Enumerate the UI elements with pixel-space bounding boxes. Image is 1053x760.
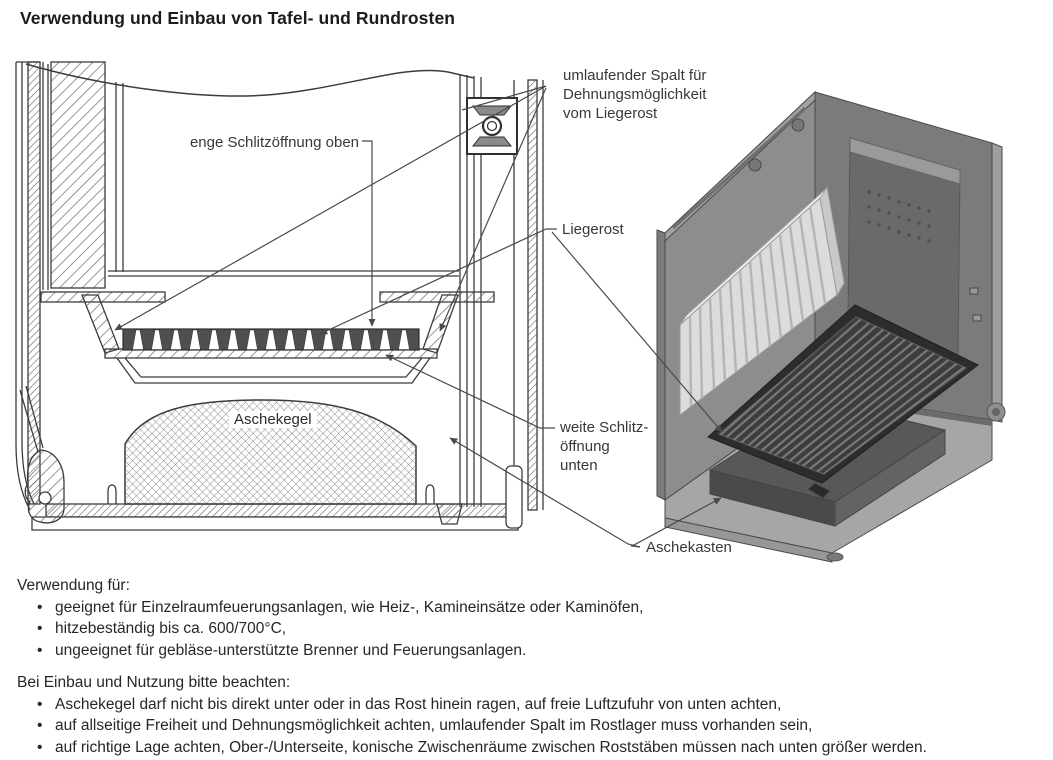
- installation-section: Bei Einbau und Nutzung bitte beachten: A…: [17, 672, 1032, 758]
- iso-render: [656, 90, 1006, 563]
- label-liegerost: Liegerost: [562, 221, 624, 238]
- aschekegel-dome: [124, 399, 417, 505]
- rost-clamp-detail: [466, 97, 518, 155]
- usage-list: geeignet für Einzelraumfeuerungsanlagen,…: [17, 597, 1032, 662]
- body-text: Verwendung für: geeignet für Einzelraumf…: [17, 575, 1032, 758]
- label-aschekegel: Aschekegel: [229, 411, 317, 428]
- usage-section: Verwendung für: geeignet für Einzelraumf…: [17, 575, 1032, 661]
- label-umlaufender-spalt: umlaufender Spalt für Dehnungsmöglichkei…: [563, 67, 707, 122]
- render-grate: [707, 304, 979, 499]
- list-item: Aschekegel darf nicht bis direkt unter o…: [17, 694, 1032, 716]
- list-item: ungeeignet für gebläse-unterstützte Bren…: [17, 640, 1032, 662]
- liegerost-grate: [122, 328, 420, 351]
- label-weite-schlitzoeffnung: weite Schlitz- öffnung unten: [560, 419, 649, 474]
- list-item: auf allseitige Freiheit und Dehnungsmögl…: [17, 715, 1032, 737]
- back-panel-holes: [867, 190, 931, 243]
- usage-heading: Verwendung für:: [17, 577, 130, 594]
- label-enge-schlitzoeffnung: enge Schlitzöffnung oben: [189, 134, 359, 151]
- installation-list: Aschekegel darf nicht bis direkt unter o…: [17, 694, 1032, 759]
- label-aschekasten: Aschekasten: [646, 539, 732, 556]
- installation-heading: Bei Einbau und Nutzung bitte beachten:: [17, 674, 291, 691]
- cross-section-drawing: [15, 61, 544, 531]
- page-title: Verwendung und Einbau von Tafel- und Run…: [20, 8, 456, 28]
- list-item: auf richtige Lage achten, Ober-/Untersei…: [17, 737, 1032, 759]
- list-item: geeignet für Einzelraumfeuerungsanlagen,…: [17, 597, 1032, 619]
- list-item: hitzebeständig bis ca. 600/700°C,: [17, 618, 1032, 640]
